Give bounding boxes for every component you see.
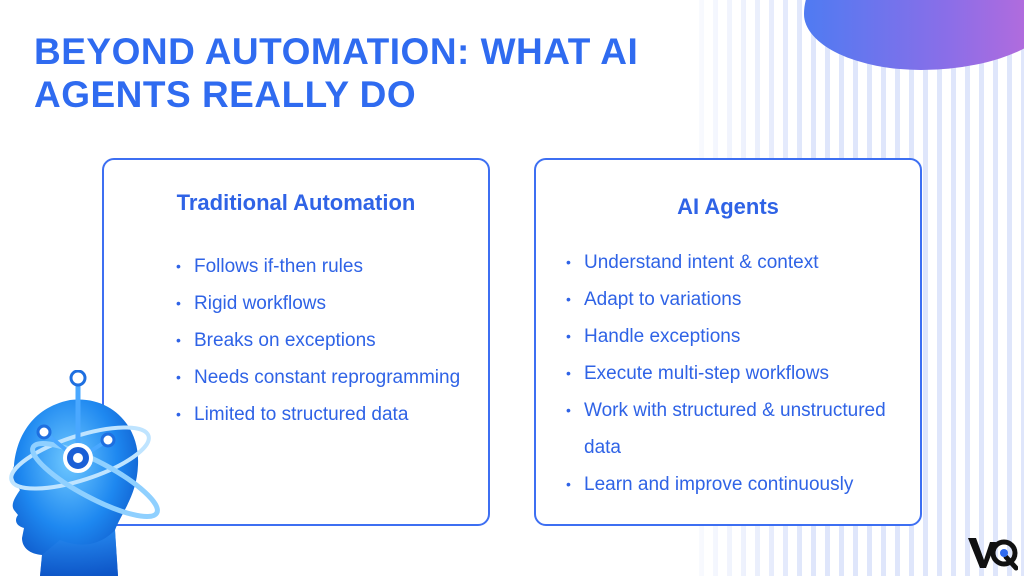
list-item: Follows if-then rules bbox=[176, 248, 476, 285]
list-item: Learn and improve continuously bbox=[566, 466, 906, 503]
card-heading-ai-agents: AI Agents bbox=[677, 194, 779, 219]
list-item: Rigid workflows bbox=[176, 285, 476, 322]
list-item: Breaks on exceptions bbox=[176, 322, 476, 359]
card-heading-traditional: Traditional Automation bbox=[176, 190, 416, 215]
traditional-automation-card: Traditional Automation Follows if-then r… bbox=[102, 158, 490, 526]
ai-agents-list: Understand intent & context Adapt to var… bbox=[566, 244, 906, 503]
vq-logo bbox=[968, 538, 1018, 571]
list-item: Execute multi-step workflows bbox=[566, 355, 906, 392]
list-item: Handle exceptions bbox=[566, 318, 906, 355]
list-item: Work with structured & unstructured data bbox=[566, 392, 906, 466]
list-item: Understand intent & context bbox=[566, 244, 906, 281]
list-item: Limited to structured data bbox=[176, 396, 476, 433]
ai-agents-card: AI Agents Understand intent & context Ad… bbox=[534, 158, 922, 526]
page-title: BEYOND AUTOMATION: WHAT AI AGENTS REALLY… bbox=[34, 31, 639, 115]
list-item: Needs constant reprogramming bbox=[176, 359, 476, 396]
list-item: Adapt to variations bbox=[566, 281, 906, 318]
ai-head-illustration bbox=[9, 370, 160, 576]
traditional-list: Follows if-then rules Rigid workflows Br… bbox=[176, 248, 476, 433]
